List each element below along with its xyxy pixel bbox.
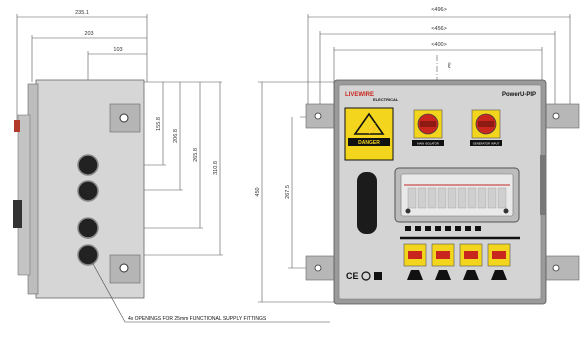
front-view: <496> <456> <400> ℓ 450 267.5 LIVEWIRE E…: [255, 7, 580, 305]
opening-2: [77, 180, 99, 202]
dim-103: 103: [113, 47, 122, 53]
brand-logo: LIVEWIRE: [345, 92, 374, 98]
window-latch-left: [405, 208, 411, 214]
rail-top-right-hole: [552, 112, 560, 120]
side-hinge: [13, 200, 22, 228]
dim-265: 265.8: [193, 148, 199, 162]
socket-3: [459, 243, 483, 280]
front-height-dimensions: [258, 81, 335, 303]
rail-top-right: [542, 103, 580, 129]
side-bracket-top-hole: [119, 113, 129, 123]
dim-w496: <496>: [431, 7, 447, 13]
side-view: 235.1 203 103 155.8 206.8 265.8 310.8: [13, 10, 330, 323]
switch-1-label-text: MAIN ISOLATOR: [417, 142, 439, 146]
centerline-mark: ℓ: [447, 61, 451, 70]
switch-2-handle: [478, 121, 494, 127]
side-latch: [14, 120, 20, 132]
opening-4: [77, 244, 99, 266]
opening-1: [77, 154, 99, 176]
switch-2-label-text: GENERATOR INPUT: [473, 142, 500, 146]
breaker-window-glass: [400, 173, 514, 217]
hazard-bolt-icon: ⚡: [366, 122, 378, 135]
rating-mark-icon: [374, 272, 382, 280]
dim-h450: 450: [255, 187, 261, 196]
brand-logo-sub: ELECTRICAL: [373, 97, 399, 102]
hazard-text: DANGER: [358, 140, 380, 146]
opening-3: [77, 217, 99, 239]
front-hinge-right: [540, 155, 546, 215]
side-openings: [77, 154, 99, 266]
dim-235: 235.1: [75, 10, 89, 16]
hazard-text-band: [348, 138, 390, 146]
approval-mark-icon: [361, 271, 371, 281]
product-name: PowerU-PIP: [502, 92, 536, 98]
side-bracket-bottom: [109, 254, 141, 284]
side-door-edge: [17, 114, 31, 276]
side-bracket-bottom-hole: [119, 263, 129, 273]
switch-1-label: [412, 140, 444, 146]
hazard-triangle-icon: [353, 112, 385, 135]
dim-310: 310.8: [213, 161, 219, 175]
note-leader: [91, 261, 330, 323]
rail-bottom-right: [542, 255, 580, 281]
vertical-tube: [357, 172, 377, 234]
dim-155: 155.8: [156, 117, 162, 131]
rail-top-left-hole: [314, 112, 322, 120]
dim-206: 206.8: [173, 129, 179, 143]
rail-bottom-right-hole: [552, 264, 560, 272]
openings-note: 4x OPENINGS FOR 25mm FUNCTIONAL SUPPLY F…: [128, 316, 267, 322]
rail-bottom-left-hole: [314, 264, 322, 272]
dim-w400: <400>: [431, 42, 447, 48]
breaker-modules: [407, 187, 507, 209]
switch-2-label: [470, 140, 502, 146]
dim-h267: 267.5: [285, 185, 291, 199]
socket-4: [487, 243, 511, 280]
socket-1: [403, 243, 427, 280]
dim-203: 203: [84, 31, 93, 37]
switch-1-handle: [420, 121, 436, 127]
indicator-row: [405, 226, 481, 231]
dim-w456: <456>: [431, 26, 447, 32]
ce-mark: CE: [346, 271, 359, 281]
socket-2: [431, 243, 455, 280]
window-latch-right: [503, 208, 509, 214]
